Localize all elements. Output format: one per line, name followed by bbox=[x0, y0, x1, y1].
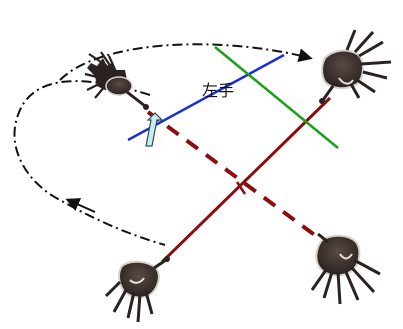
shuttlecock-icon-bottom-left bbox=[104, 256, 170, 323]
left-hand-label: 左手 bbox=[202, 81, 234, 100]
red-tick bbox=[235, 181, 247, 195]
hand-arrow-icon bbox=[145, 112, 164, 147]
flight-path-top bbox=[13, 80, 166, 246]
shuttlecock-icon-top-right bbox=[319, 29, 392, 104]
shuttlecock-icon-top-left bbox=[84, 51, 149, 110]
flight-path-arc bbox=[59, 43, 313, 81]
green-line bbox=[214, 46, 339, 149]
red-dashed-line bbox=[146, 110, 337, 252]
red-solid-line bbox=[160, 96, 332, 264]
flight-path-return-arrow bbox=[65, 198, 96, 213]
shuttlecock-icon-bottom-right bbox=[310, 232, 381, 305]
